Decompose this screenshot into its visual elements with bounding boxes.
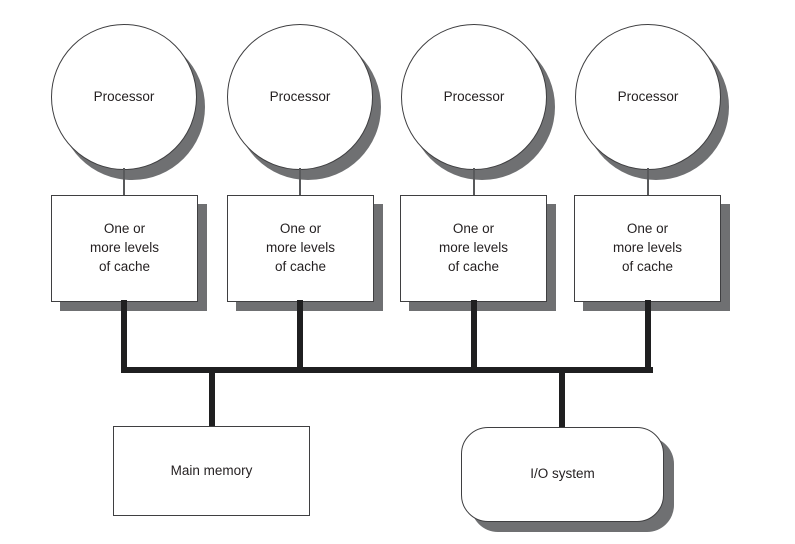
bus-memory-link — [209, 367, 215, 427]
io-system-label: I/O system — [530, 466, 595, 482]
cache-label: One or more levels of cache — [612, 221, 683, 274]
processor-cache-link-1 — [123, 168, 125, 197]
main-memory-label: Main memory — [170, 462, 253, 478]
processor-node-1: Processor — [51, 24, 197, 170]
processor-node-3: Processor — [401, 24, 547, 170]
main-memory-node: Main memory — [113, 426, 310, 516]
cache-label: One or more levels of cache — [265, 221, 336, 274]
cache-node-2: One or more levels of cache — [227, 195, 374, 302]
io-system-node: I/O system — [461, 427, 664, 522]
processor-node-2: Processor — [227, 24, 373, 170]
processor-label: Processor — [443, 88, 505, 104]
cache-label: One or more levels of cache — [89, 221, 160, 274]
cache-node-4: One or more levels of cache — [574, 195, 721, 302]
processor-cache-link-2 — [299, 168, 301, 197]
cache-label: One or more levels of cache — [438, 221, 509, 274]
processor-node-4: Processor — [575, 24, 721, 170]
cache-bus-link-4 — [645, 300, 651, 372]
processor-cache-link-3 — [473, 168, 475, 197]
processor-label: Processor — [617, 88, 679, 104]
cache-bus-link-3 — [471, 300, 477, 372]
bus-io-link — [559, 367, 565, 428]
cache-node-3: One or more levels of cache — [400, 195, 547, 302]
cache-bus-link-2 — [297, 300, 303, 372]
shared-bus-line — [121, 367, 653, 373]
processor-label: Processor — [93, 88, 155, 104]
cache-node-1: One or more levels of cache — [51, 195, 198, 302]
cache-bus-link-1 — [121, 300, 127, 372]
processor-cache-link-4 — [647, 168, 649, 197]
processor-label: Processor — [269, 88, 331, 104]
